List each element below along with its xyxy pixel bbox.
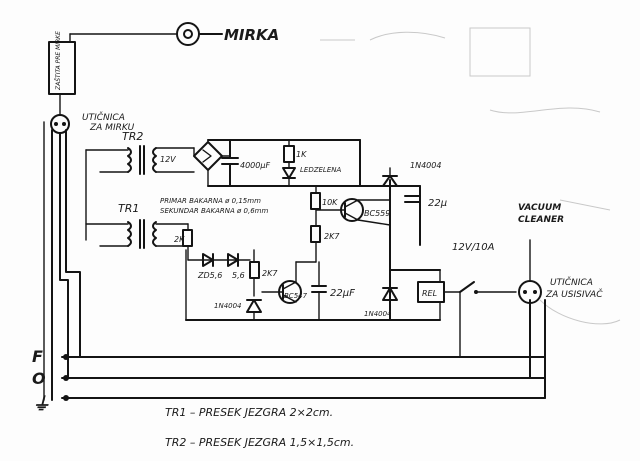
diode-lower-left [246, 299, 262, 321]
note-tr1: TR1 – PRESEK JEZGRA 2×2cm. [165, 406, 333, 419]
terminal-o: O [32, 369, 46, 388]
primar-label: PRIMAR BAKARNA ø 0,15mm [160, 197, 261, 205]
c22m-label: 22µ [428, 198, 447, 209]
bus-lines [61, 299, 546, 401]
note-tr2: TR2 – PRESEK JEZGRA 1,5×1,5cm. [165, 436, 354, 449]
relay-label: 12V/10A [452, 242, 495, 253]
zd-label: ZD5,6 [197, 271, 222, 280]
capacitor-22uf [311, 261, 327, 321]
vacuum-label-1: VACUUM [518, 203, 561, 213]
transformer-tr1 [85, 219, 189, 249]
transistor-bc547 [261, 261, 317, 304]
mirka-label: MIRKA [224, 26, 279, 44]
rl2k-label: 2K [174, 235, 185, 244]
v56-label: 5,6 [232, 271, 245, 280]
resistor-2k7-a [310, 225, 321, 263]
bc547-label: BC547 [284, 292, 308, 300]
outlet-vacuum [518, 239, 542, 304]
outlet-vac-label-2: ZA USISIVAČ [545, 288, 603, 300]
capacitor-4000uf [207, 139, 361, 187]
outlet-vac-label-1: UTIČNICA [550, 276, 593, 288]
relay-section [382, 269, 517, 358]
tr1-label: TR1 [118, 202, 139, 215]
outlet-mirka-label-2: ZA MIRKU [89, 123, 135, 133]
outlet-mirka-label-1: UTIČNICA [82, 111, 125, 123]
diode-top-label: 1N4004 [410, 161, 441, 170]
transformer-tr2 [85, 145, 157, 241]
d1n-c-label: 1N4004 [364, 310, 392, 318]
tr2-label: TR2 [122, 130, 143, 143]
resistor-2k7-b [249, 249, 260, 297]
c4000-label: 4000µF [240, 161, 270, 170]
capacitor-22u [404, 195, 421, 203]
bleed-through-marks [320, 27, 621, 325]
resistor-10k [310, 185, 346, 227]
outlet-mirka [50, 93, 70, 134]
led-branch [282, 139, 296, 187]
r2k7b-label: 2K7 [262, 269, 278, 278]
zener-diodes [187, 253, 251, 267]
bc559-label: BC559 [364, 209, 390, 218]
r1k-label: 1K [296, 150, 307, 159]
protection-box [48, 41, 76, 95]
mirka-plug [69, 22, 223, 46]
rel-label: REL [422, 289, 437, 298]
led-label: LEDZELENA [300, 166, 341, 174]
protection-box-label: ZAŠTITA PRE MIRKE [55, 31, 62, 91]
r2k7a-label: 2K7 [324, 232, 340, 241]
resistor-2k [182, 223, 193, 261]
terminal-ground: ⏚ [32, 394, 50, 415]
c22u-label: 22µF [330, 288, 355, 299]
d1n-b-label: 1N4004 [214, 302, 242, 310]
left-bus-wires [43, 121, 81, 401]
sekundar-label: SEKUNDAR BAKARNA ø 0,6mm [160, 207, 269, 215]
v12-label: 12V [160, 155, 176, 164]
diode-top [382, 167, 398, 187]
terminal-f: F [32, 347, 43, 366]
r10k-label: 10K [322, 198, 338, 207]
vacuum-label-2: CLEANER [518, 215, 564, 225]
